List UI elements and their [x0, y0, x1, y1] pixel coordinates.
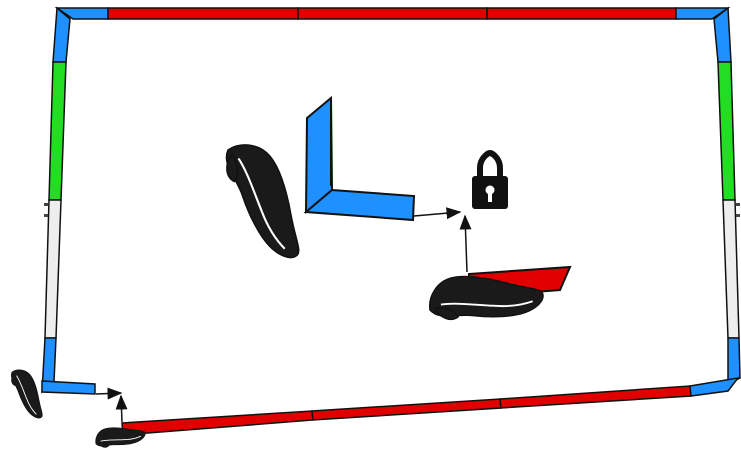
hand-icon [225, 143, 300, 259]
bottom-rail [121, 376, 740, 436]
hand-icon [424, 249, 547, 354]
bottom-left-blue-piece [41, 380, 96, 395]
top-rail [54, 7, 731, 20]
hand-icon [10, 369, 43, 419]
blue-l-piece [303, 95, 416, 222]
right-post-blue-bottom [727, 337, 741, 386]
top-rail-red-segment [486, 7, 677, 20]
right-post [713, 6, 741, 386]
top-rail-red-segment [297, 7, 488, 20]
right-post-green-segment [717, 61, 736, 201]
bottom-rail-red-segment [499, 385, 692, 409]
left-post-tick [44, 203, 48, 206]
right-post-tick [736, 203, 740, 206]
arrow-bottom-left-up [115, 394, 128, 423]
arrow-bottom-left [95, 387, 123, 400]
left-post-blue-top [52, 6, 71, 63]
right-post-blue-top [713, 6, 732, 63]
left-post-green-segment [48, 61, 67, 201]
top-rail-red-segment [107, 7, 299, 20]
arrow-to-lock [413, 207, 462, 220]
right-post-tick [736, 214, 740, 217]
top-rail-right-corner [675, 7, 731, 20]
right-post-gray-segment [722, 199, 740, 339]
bottom-rail-blue-segment [689, 376, 740, 397]
left-post-gray-segment [44, 199, 62, 339]
left-post [41, 6, 71, 394]
arrows [95, 207, 472, 423]
arrow-up-to-lock [459, 214, 472, 273]
bottom-rail-red-segment [311, 398, 502, 421]
padlock-icon [472, 149, 508, 209]
left-post-tick [44, 214, 48, 217]
bottom-rail-red-segment [121, 410, 314, 436]
blue-l-piece-horizontal [303, 188, 416, 222]
